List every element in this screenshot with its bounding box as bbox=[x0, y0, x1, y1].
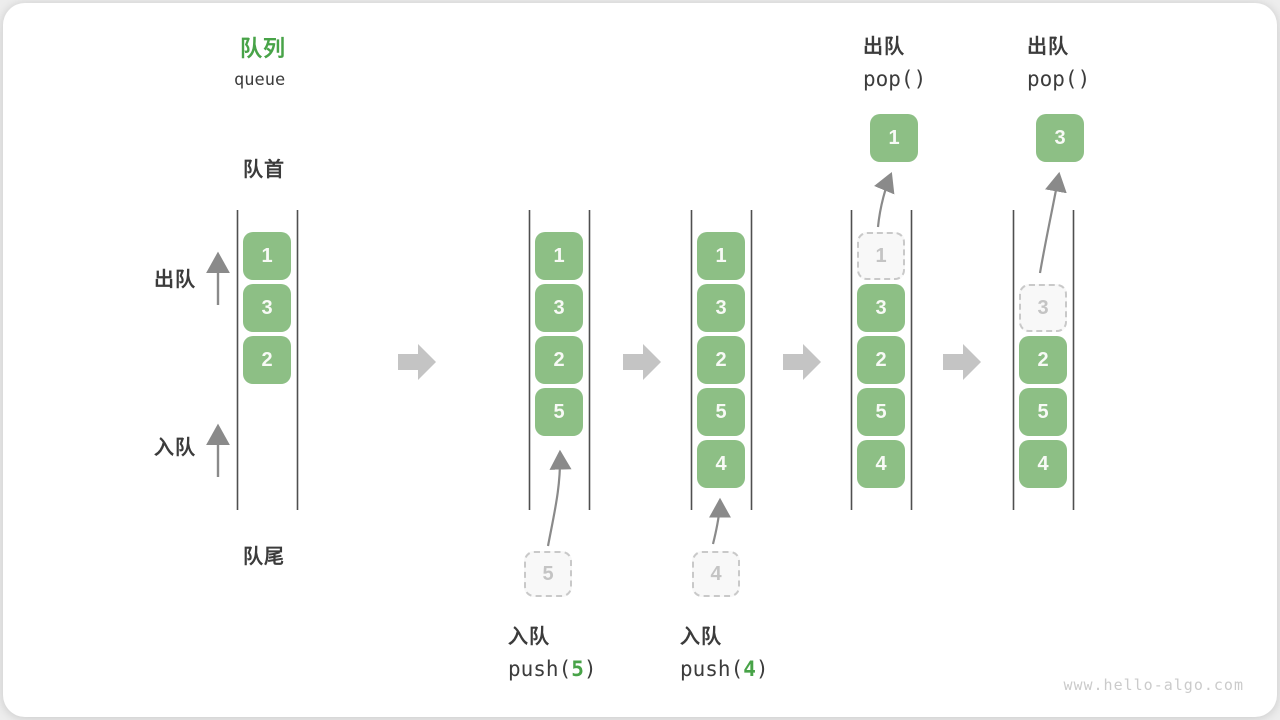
op-label: 出队 bbox=[1027, 36, 1069, 58]
dequeue-op-pop3: 出队 pop() bbox=[1027, 30, 1090, 91]
op-label: 出队 bbox=[863, 36, 905, 58]
title-zh: 队列 bbox=[240, 36, 287, 61]
queue-cell: 1 bbox=[697, 232, 745, 280]
op-code: push(5) bbox=[508, 657, 597, 681]
queue-cell: 5 bbox=[535, 388, 583, 436]
queue-cell: 2 bbox=[857, 336, 905, 384]
watermark: www.hello-algo.com bbox=[1063, 676, 1244, 694]
label-dequeue: 出队 bbox=[154, 269, 196, 291]
queue-cell: 4 bbox=[697, 440, 745, 488]
title-en: queue bbox=[234, 70, 286, 90]
enqueue-op-push5: 入队 push(5) bbox=[508, 620, 597, 681]
queue-cell: 3 bbox=[535, 284, 583, 332]
removed-cell: 3 bbox=[1019, 284, 1067, 332]
op-arg: 4 bbox=[743, 657, 756, 681]
queue-cell: 5 bbox=[857, 388, 905, 436]
op-code: pop() bbox=[1027, 67, 1091, 91]
queue-cell: 3 bbox=[857, 284, 905, 332]
op-close: ) bbox=[583, 657, 597, 681]
op-fn: push( bbox=[680, 657, 744, 681]
enqueue-op-push4: 入队 push(4) bbox=[680, 620, 769, 681]
queue-cell: 2 bbox=[1019, 336, 1067, 384]
queue-cell: 4 bbox=[857, 440, 905, 488]
op-arg: 5 bbox=[571, 657, 584, 681]
op-fn: push( bbox=[508, 657, 572, 681]
popped-cell: 1 bbox=[870, 114, 918, 162]
queue-cell: 3 bbox=[243, 284, 291, 332]
label-queue-front: 队首 bbox=[243, 159, 285, 181]
op-code: push(4) bbox=[680, 657, 769, 681]
op-close: ) bbox=[755, 657, 769, 681]
queue-cell: 1 bbox=[535, 232, 583, 280]
op-label: 入队 bbox=[508, 626, 550, 648]
label-queue-rear: 队尾 bbox=[243, 546, 285, 568]
queue-cell: 2 bbox=[697, 336, 745, 384]
queue-cell: 5 bbox=[697, 388, 745, 436]
removed-cell: 1 bbox=[857, 232, 905, 280]
queue-cell: 2 bbox=[243, 336, 291, 384]
queue-cell: 2 bbox=[535, 336, 583, 384]
popped-cell: 3 bbox=[1036, 114, 1084, 162]
diagram-title: 队列 queue bbox=[234, 31, 287, 90]
diagram-card bbox=[3, 3, 1277, 717]
queue-cell: 3 bbox=[697, 284, 745, 332]
op-label: 入队 bbox=[680, 626, 722, 648]
queue-cell: 1 bbox=[243, 232, 291, 280]
queue-cell: 4 bbox=[1019, 440, 1067, 488]
dequeue-op-pop1: 出队 pop() bbox=[863, 30, 926, 91]
label-enqueue: 入队 bbox=[154, 437, 196, 459]
queue-cell: 5 bbox=[1019, 388, 1067, 436]
op-code: pop() bbox=[863, 67, 927, 91]
staging-cell: 5 bbox=[524, 551, 572, 597]
staging-cell: 4 bbox=[692, 551, 740, 597]
